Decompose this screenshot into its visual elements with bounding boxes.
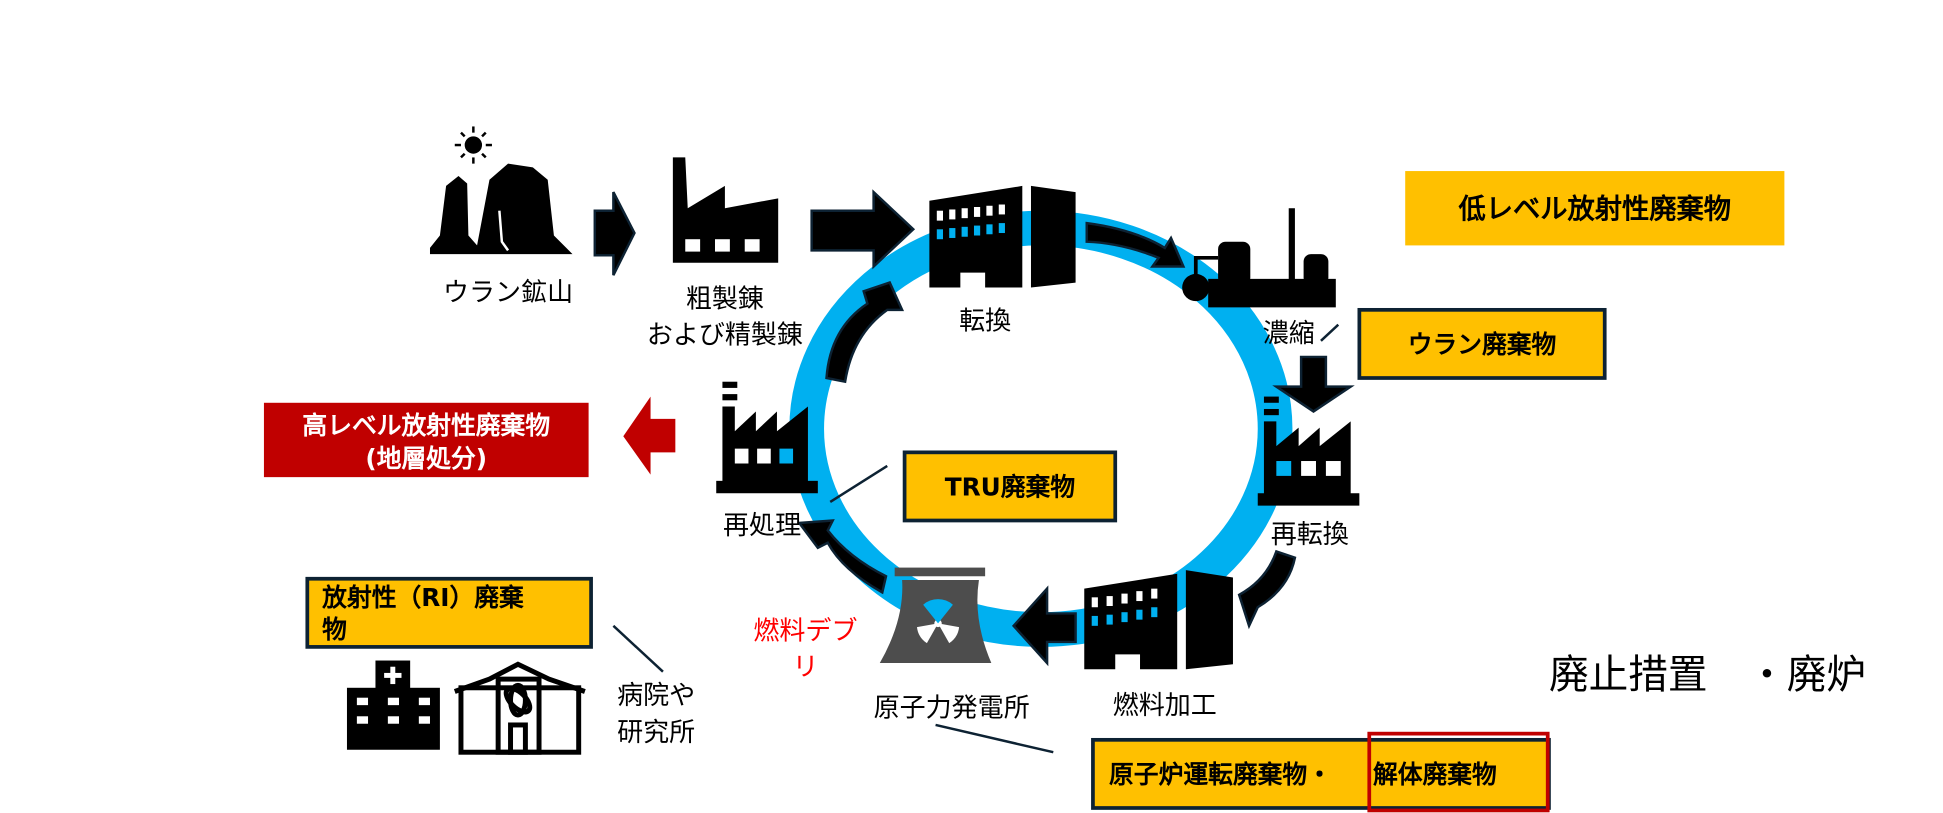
reprocessing-factory-icon [716,381,818,494]
tru-waste-box [902,450,1118,523]
high-level-waste-label: 高レベル放射性廃棄物 [302,411,550,440]
curved-arrow-icon [1237,549,1297,630]
low-level-waste-label: 低レベル放射性廃棄物 [1458,193,1732,225]
power-plant-icon [879,567,992,664]
red-left-arrow-icon [623,396,676,475]
uranium-waste-label: ウラン廃棄物 [1408,330,1557,359]
reactor-operation-waste-label: 原子炉運転廃棄物・ [1109,760,1332,789]
stage-label-power-plant: 原子力発電所 [874,693,1030,723]
stage-label-reprocessing: 再処理 [723,511,801,541]
fuel-fabrication-building-icon [1084,570,1233,670]
reconversion-factory-icon [1257,396,1360,506]
fuel-debris-label: 燃料デブ [753,616,857,646]
low-level-waste-box [1405,171,1785,246]
ri-waste-label-2: 物 [322,615,347,644]
stage-label-enrichment: 濃縮 [1263,319,1315,349]
arrow-icon [593,191,636,276]
dismantling-waste-highlight [1367,731,1550,813]
stage-label-refining: 粗製錬 [686,284,764,314]
research-lab-icon [453,661,586,755]
uranium-waste-box [1357,307,1607,380]
enrichment-plant-icon [1182,208,1336,308]
curved-arrow-icon [1085,221,1186,268]
connector-line [935,723,1054,754]
curved-arrow-icon [825,281,905,384]
curved-arrow-icon [796,519,888,595]
sun-icon [454,126,492,164]
hospital-label: 病院や [617,681,695,711]
ri-waste-label: 放射性（RI）廃棄 [321,583,524,612]
refinery-factory-icon [672,157,779,263]
hospital-icon [346,660,440,750]
dismantling-waste-label: 解体廃棄物 [1373,760,1497,789]
connector-line [829,464,888,503]
ri-waste-box [305,576,593,649]
conversion-building-icon [929,185,1076,288]
tru-waste-label: TRU廃棄物 [945,473,1076,502]
connector-line [612,624,664,673]
down-arrow-icon [1272,355,1355,413]
fuel-debris-label-2: リ [792,652,818,682]
stage-label-conversion: 転換 [959,307,1011,337]
uranium-mine-icon [429,163,573,255]
stage-label-reconversion: 再転換 [1271,520,1349,550]
research-institute-label: 研究所 [617,718,695,748]
left-arrow-icon [1011,585,1077,667]
decommissioning-label: 廃止措置 ・廃炉 [1549,652,1866,698]
connector-line [1320,323,1340,342]
arrow-icon [810,189,916,270]
high-level-waste-box [263,402,589,478]
geological-disposal-label: (地層処分) [365,444,487,473]
stage-label-mine: ウラン鉱山 [443,278,573,308]
stage-label-refining-2: および精製錬 [647,320,803,350]
radiation-icon [916,599,960,644]
stage-label-fuel-fabrication: 燃料加工 [1113,691,1217,721]
